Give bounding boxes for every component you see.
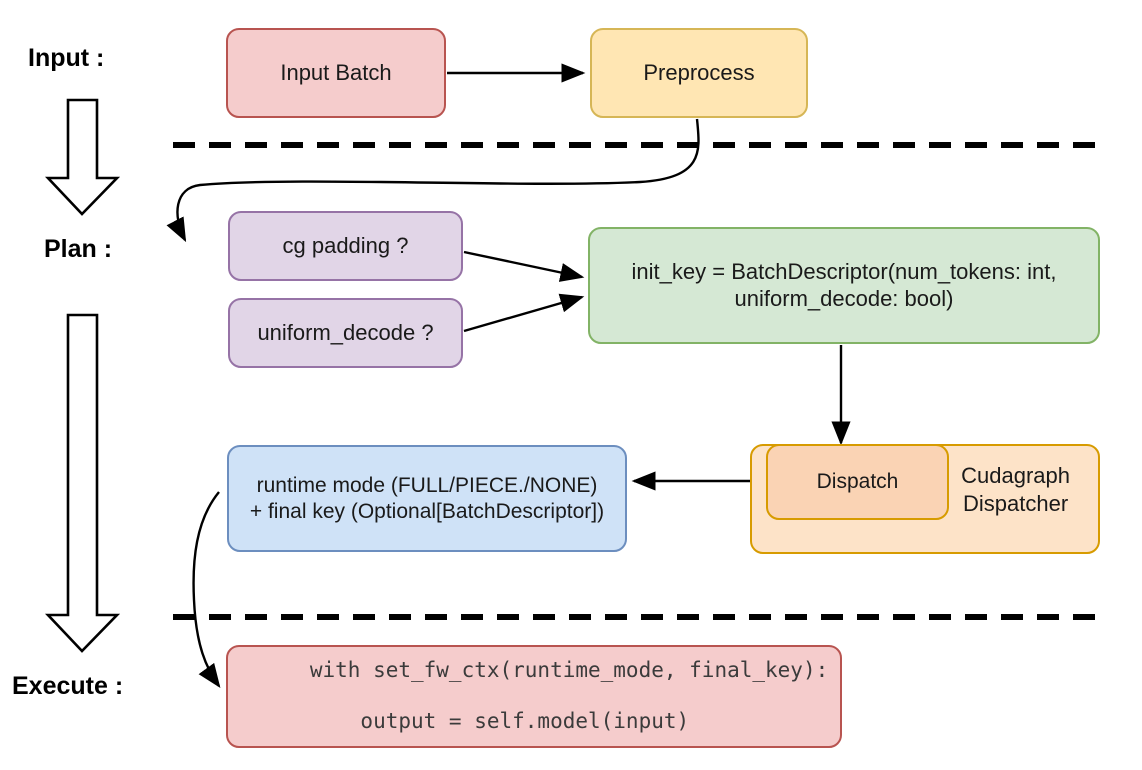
stage-label-execute: Execute : (12, 672, 124, 700)
stage-label-input: Input : (28, 44, 105, 72)
node-preprocess-label: Preprocess (643, 59, 755, 85)
node-runtime-mode[interactable]: runtime mode (FULL/PIECE./NONE) + final … (227, 445, 627, 552)
input-to-plan-arrow (44, 98, 121, 216)
node-init-key[interactable]: init_key = BatchDescriptor(num_tokens: i… (588, 227, 1100, 344)
node-init-key-text: init_key = BatchDescriptor(num_tokens: i… (632, 259, 1057, 313)
node-init-key-line2: uniform_decode: bool) (734, 285, 954, 311)
node-cg-padding-label: cg padding ? (282, 232, 409, 258)
node-input-batch-label: Input Batch (280, 59, 392, 85)
edge-runtime-mode-to-execute-code (192, 491, 221, 688)
node-cudagraph-dispatcher-label: Cudagraph Dispatcher (961, 448, 1090, 517)
stage-label-plan: Plan : (44, 235, 113, 263)
node-preprocess[interactable]: Preprocess (590, 28, 808, 118)
node-execute-code-line2: output = self.model(input) (309, 709, 690, 734)
node-dispatch[interactable]: Dispatch (766, 444, 949, 520)
node-uniform-decode-label: uniform_decode ? (257, 319, 434, 345)
node-execute-code[interactable]: with set_fw_ctx(runtime_mode, final_key)… (226, 645, 842, 748)
node-cudagraph-dispatcher-line1: Cudagraph (961, 463, 1070, 488)
node-init-key-line1: init_key = BatchDescriptor(num_tokens: i… (631, 258, 1057, 284)
node-runtime-mode-line1: runtime mode (FULL/PIECE./NONE) (256, 473, 598, 497)
plan-to-execute-arrow (44, 313, 121, 653)
node-cg-padding[interactable]: cg padding ? (228, 211, 463, 281)
node-runtime-mode-line2: + final key (Optional[BatchDescriptor]) (249, 499, 605, 523)
node-cudagraph-dispatcher-line2: Dispatcher (962, 490, 1069, 516)
node-dispatch-label: Dispatch (816, 470, 899, 494)
edge-cg-padding-to-init-key (463, 250, 585, 282)
node-execute-code-line1: with set_fw_ctx(runtime_mode, final_key)… (309, 658, 829, 683)
node-runtime-mode-text: runtime mode (FULL/PIECE./NONE) + final … (250, 473, 604, 524)
node-input-batch[interactable]: Input Batch (226, 28, 446, 118)
node-execute-code-text: with set_fw_ctx(runtime_mode, final_key)… (234, 632, 828, 760)
node-uniform-decode[interactable]: uniform_decode ? (228, 298, 463, 368)
edge-uniform-decode-to-init-key (463, 293, 585, 333)
